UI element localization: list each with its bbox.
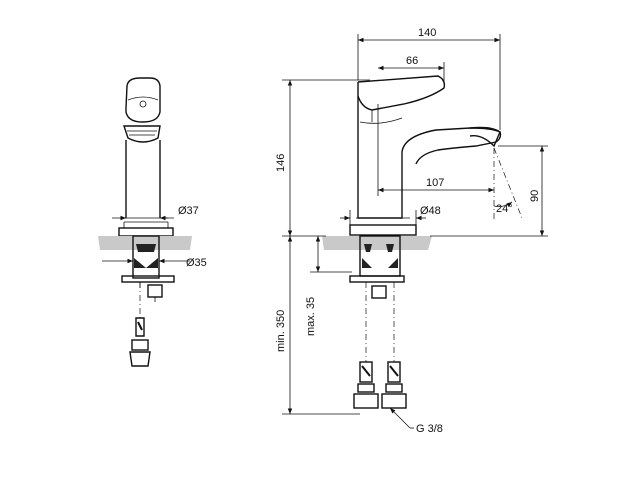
dim-label-d48: Ø48 xyxy=(420,205,441,217)
hose-end-right xyxy=(381,361,407,409)
side-mount-stud xyxy=(132,235,160,279)
dim-label-66: 66 xyxy=(406,55,418,67)
dim-label-140: 140 xyxy=(418,27,436,39)
dim-label-146: 146 xyxy=(275,154,287,172)
dim-label-d35: Ø35 xyxy=(186,257,207,269)
dim-label-90: 90 xyxy=(529,190,541,202)
front-base xyxy=(349,224,417,236)
dim-label-24deg: 24° xyxy=(496,203,513,215)
front-spout-tip xyxy=(469,126,501,148)
side-aerator xyxy=(123,125,161,143)
front-body xyxy=(357,82,502,219)
dim-label-max35: max. 35 xyxy=(305,297,317,336)
label-g38: G 3/8 xyxy=(416,423,443,435)
front-view: 140 66 146 107 90 24° Ø48 max. 35 xyxy=(275,27,548,435)
side-hose-end xyxy=(135,317,145,337)
front-deck xyxy=(322,236,432,250)
side-view: Ø37 Ø35 xyxy=(98,77,207,367)
dim-label-d37: Ø37 xyxy=(178,205,199,217)
side-fitting xyxy=(147,284,163,298)
dim-label-min350: min. 350 xyxy=(275,310,287,352)
connection-leader xyxy=(389,407,411,429)
side-body xyxy=(125,140,161,218)
front-fitting xyxy=(371,285,387,299)
front-handle-lever xyxy=(357,75,446,111)
hose-end-left xyxy=(353,361,379,409)
side-base xyxy=(118,227,174,237)
side-hose-nut xyxy=(129,351,151,367)
dim-label-107: 107 xyxy=(426,177,444,189)
side-handle-dot xyxy=(139,100,147,108)
side-deck xyxy=(98,236,192,250)
spray-angle-arc xyxy=(493,201,513,208)
front-nut xyxy=(349,275,405,283)
side-handle xyxy=(125,77,161,123)
side-nut xyxy=(121,275,175,283)
